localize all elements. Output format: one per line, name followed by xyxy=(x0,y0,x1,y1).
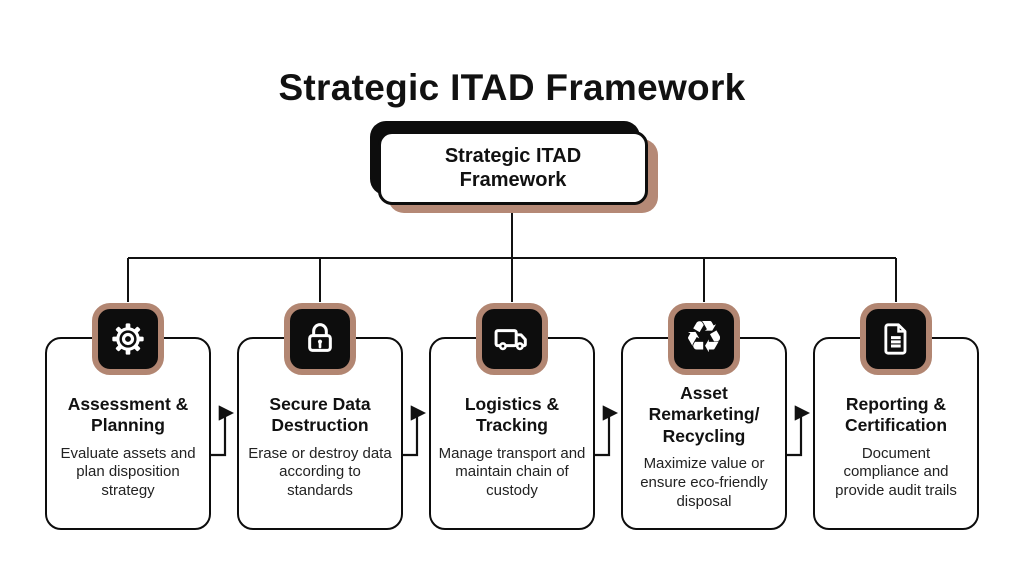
gear-icon xyxy=(92,303,164,375)
card-title: Reporting & Certification xyxy=(844,393,948,436)
truck-icon xyxy=(476,303,548,375)
root-node: Strategic ITAD Framework xyxy=(370,121,658,213)
card-description: Erase or destroy data according to stand… xyxy=(248,444,392,500)
root-node-box: Strategic ITAD Framework xyxy=(378,131,648,205)
tree-connector xyxy=(127,200,897,302)
root-node-label: Strategic ITAD Framework xyxy=(444,144,582,191)
flow-card-assessment-planning: Assessment & Planning Evaluate assets an… xyxy=(45,303,211,530)
card-description: Evaluate assets and plan disposition str… xyxy=(60,444,196,500)
card-description: Document compliance and provide audit tr… xyxy=(835,444,957,500)
card-title: Assessment & Planning xyxy=(67,393,189,436)
flow-card-secure-data-destruction: Secure Data Destruction Erase or destroy… xyxy=(237,303,403,530)
lock-icon xyxy=(284,303,356,375)
page-title: Strategic ITAD Framework xyxy=(278,66,746,108)
card-description: Manage transport and maintain chain of c… xyxy=(438,444,586,500)
card-description: Maximize value or ensure eco-friendly di… xyxy=(640,455,768,510)
card-title: Asset Remarketing/ Recycling xyxy=(648,383,760,446)
step-arrows xyxy=(211,405,811,457)
card-title: Secure Data Destruction xyxy=(269,393,371,436)
flow-card-reporting-certification: Reporting & Certification Document compl… xyxy=(813,303,979,530)
recycle-icon: ♻ xyxy=(668,303,740,375)
flow-card-logistics-tracking: Logistics & Tracking Manage transport an… xyxy=(429,303,595,530)
card-title: Logistics & Tracking xyxy=(464,393,560,436)
flow-card-asset-remarketing-recycling: ♻ Asset Remarketing/ Recycling Maximize … xyxy=(621,303,787,530)
document-icon xyxy=(860,303,932,375)
